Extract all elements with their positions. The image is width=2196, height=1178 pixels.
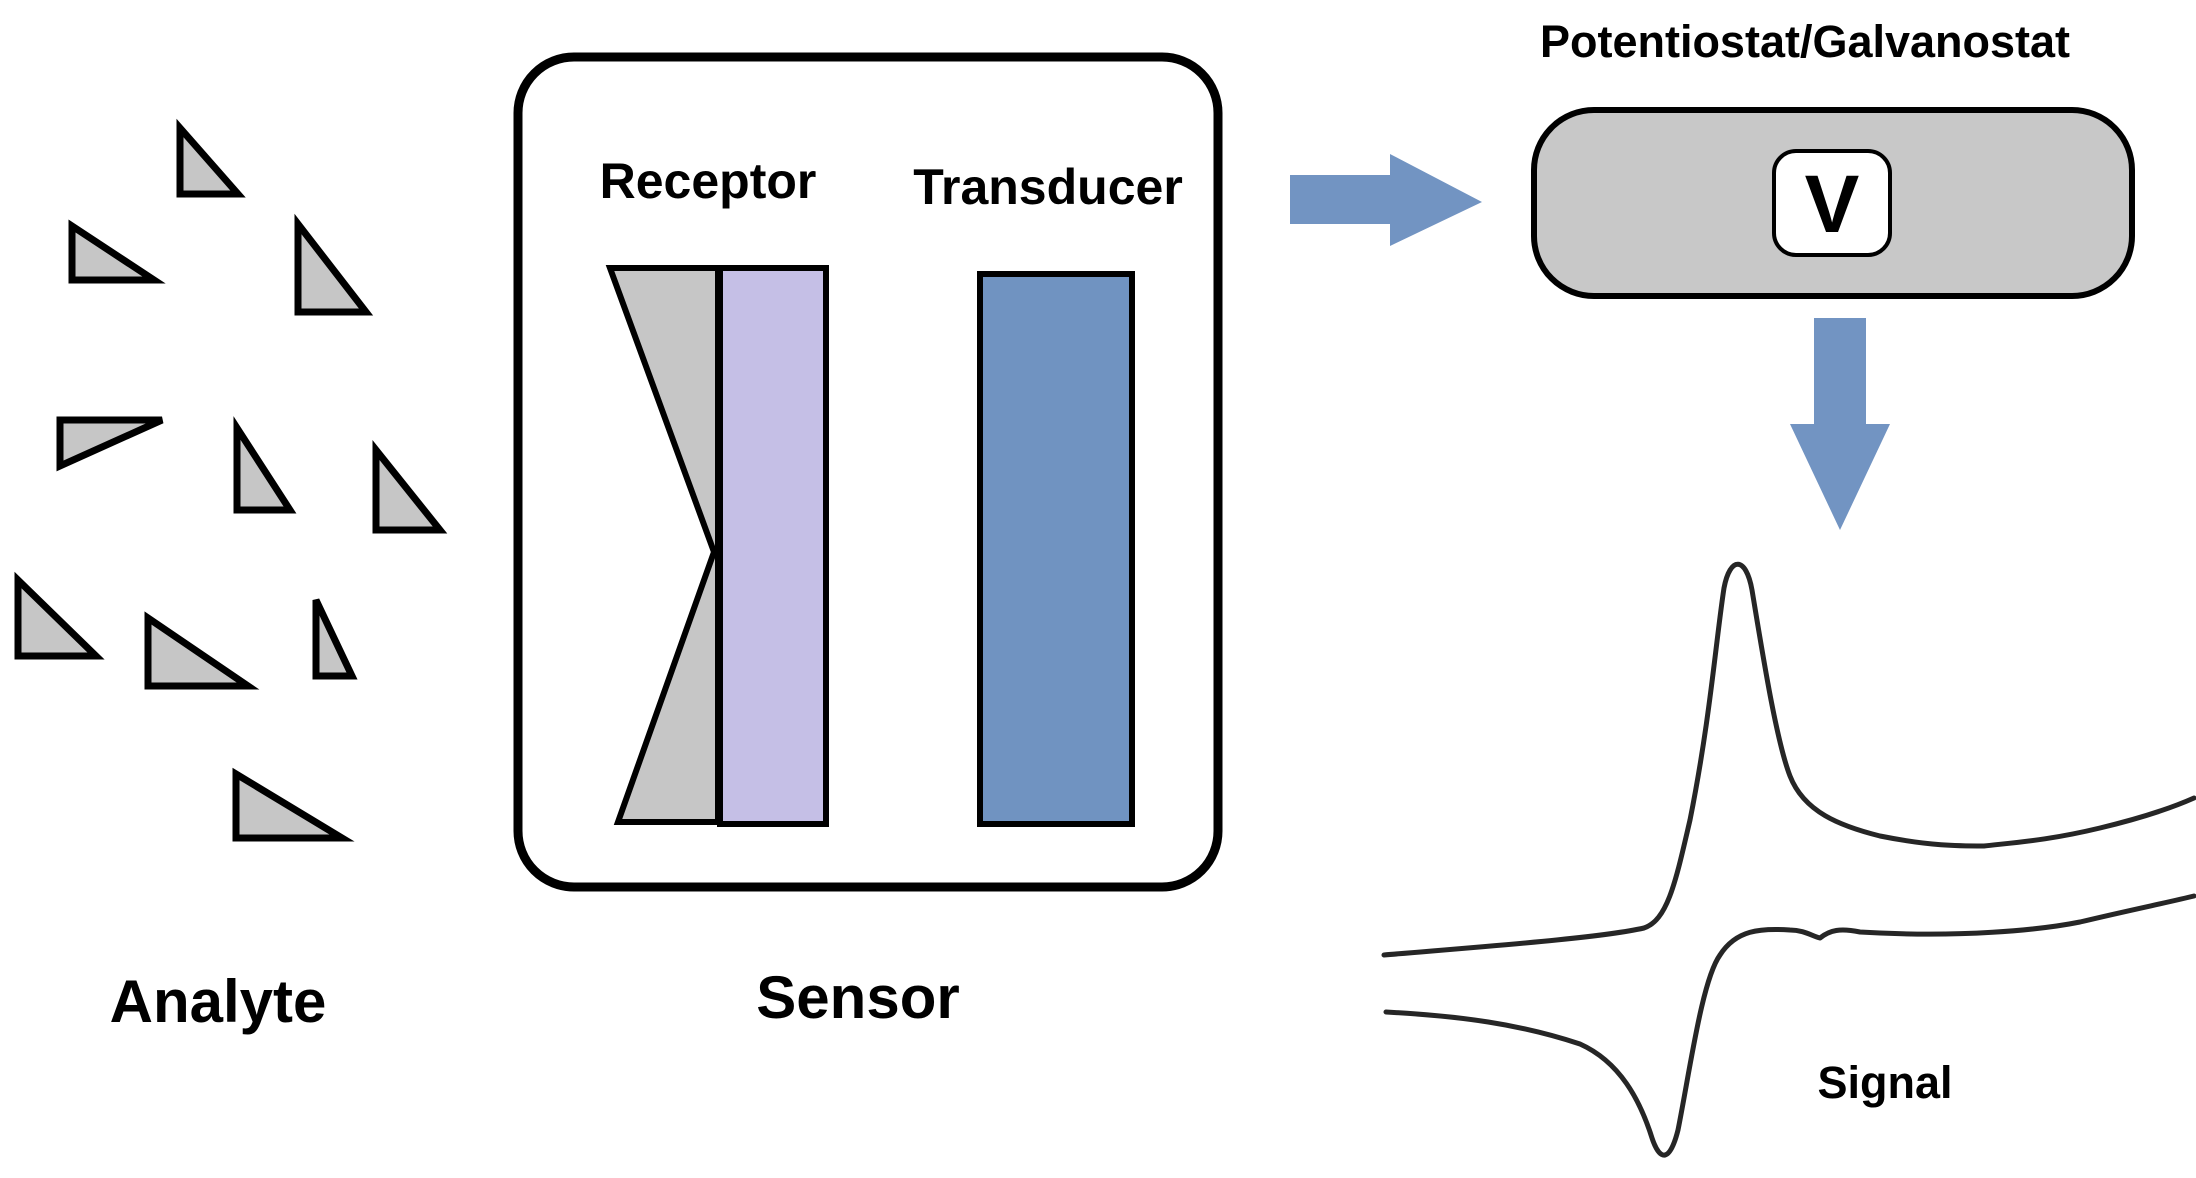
analyte-triangle-icon xyxy=(14,571,105,660)
receptor-layer xyxy=(717,265,829,827)
analyte-triangle-icon xyxy=(312,598,358,680)
arrow-right-icon xyxy=(1290,154,1482,246)
arrow-down-icon xyxy=(1790,318,1890,530)
analyte-triangle-icon xyxy=(232,767,355,842)
analyte-label: Analyte xyxy=(110,968,327,1035)
signal-label: Signal xyxy=(1817,1057,1952,1108)
transducer-block xyxy=(977,271,1135,827)
sensor-label: Sensor xyxy=(756,964,959,1031)
transducer-label: Transducer xyxy=(913,159,1183,215)
analyte-triangle-icon xyxy=(144,611,260,690)
analyte-triangle-icon xyxy=(56,416,164,472)
signal-voltammogram xyxy=(1381,561,2196,1158)
analyte-triangle-icon xyxy=(372,440,448,534)
voltammogram-forward-curve xyxy=(1381,561,2196,958)
analyte-triangle-icon xyxy=(233,416,297,514)
receptor-shape xyxy=(605,265,721,825)
analyte-particles xyxy=(14,118,448,842)
voltammogram-reverse-curve xyxy=(1383,893,2196,1158)
analyte-triangle-icon xyxy=(176,118,246,198)
instrument-label: Potentiostat/Galvanostat xyxy=(1540,16,2070,67)
voltage-display xyxy=(1772,149,1892,257)
receptor-label: Receptor xyxy=(600,153,817,209)
voltage-symbol: V xyxy=(1805,159,1860,250)
analyte-triangle-icon xyxy=(294,213,374,316)
analyte-triangle-icon xyxy=(68,219,166,284)
